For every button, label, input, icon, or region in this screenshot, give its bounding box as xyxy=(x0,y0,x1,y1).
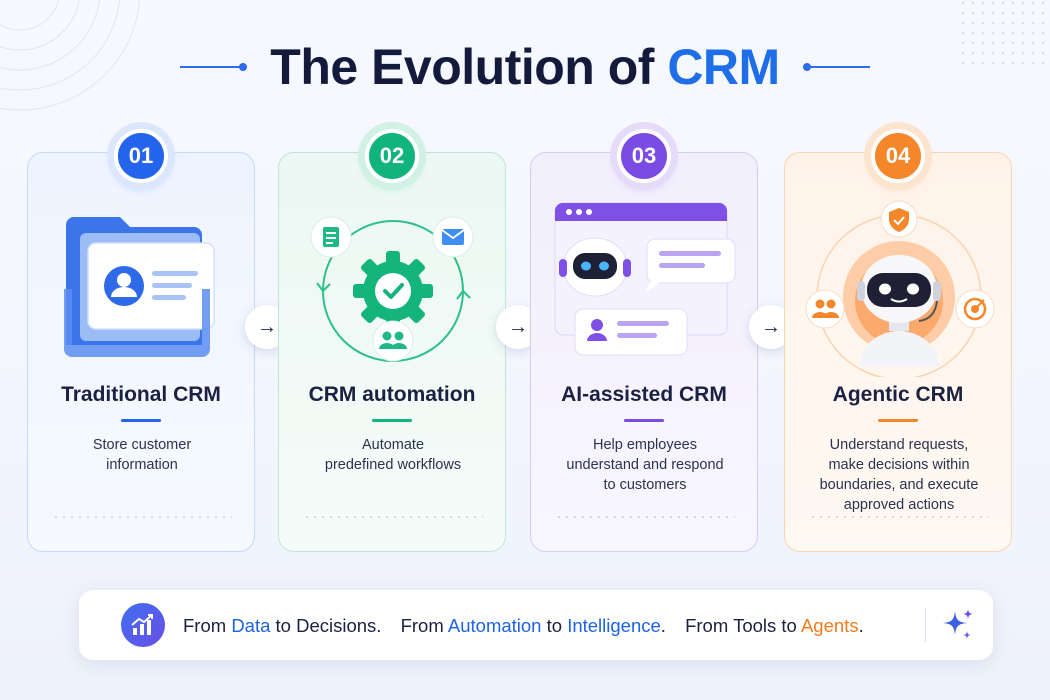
stage-title-underline xyxy=(372,419,412,422)
tagline-word: From xyxy=(400,615,444,636)
tagline-highlight: Intelligence xyxy=(567,615,661,636)
title-prefix: The Evolution of xyxy=(270,39,654,95)
stage-description-line: make decisions within xyxy=(828,457,970,473)
stage-title-underline xyxy=(878,419,918,422)
stage-description-line: information xyxy=(106,457,178,473)
growth-chart-icon xyxy=(121,603,165,647)
tagline-bar: From Data to Decisions. From Automation … xyxy=(79,590,993,660)
stage-card-agentic: 04 Agentic CRM Understand requests, make… xyxy=(784,129,1012,552)
tagline-word: to xyxy=(275,615,291,636)
stage-description: Help employees understand and respond to… xyxy=(545,435,745,495)
tagline-punct: . xyxy=(660,615,666,636)
stage-number-badge: 01 xyxy=(114,129,168,183)
card-dots-decoration xyxy=(52,513,232,521)
background-arcs-decoration xyxy=(0,0,141,111)
stage-title: Traditional CRM xyxy=(61,383,221,406)
tagline-highlight: Agents xyxy=(800,615,859,636)
title-accent: CRM xyxy=(667,39,780,95)
stage-number-badge: 03 xyxy=(617,129,671,183)
stage-description-line: Automate xyxy=(361,437,425,453)
robot-chat-window-icon xyxy=(554,202,736,356)
stage-title-underline xyxy=(121,419,161,422)
card-dots-decoration xyxy=(555,513,735,521)
stage-description-line: Help employees xyxy=(593,437,697,453)
title-decor-line-left xyxy=(180,63,248,71)
stage-card-automation: 02 CRM automa xyxy=(278,129,506,552)
stage-description-line: Store customer xyxy=(92,437,192,453)
stage-number-badge: 02 xyxy=(365,129,419,183)
tagline-word: to xyxy=(781,615,797,636)
stage-description-line: approved actions xyxy=(843,497,955,513)
tagline-word: From xyxy=(183,615,227,636)
stage-description: Understand requests, make decisions with… xyxy=(799,435,999,515)
tagline-highlight: Data xyxy=(231,615,271,636)
stage-title: Agentic CRM xyxy=(832,383,964,406)
stage-description-line: predefined workflows xyxy=(324,457,462,473)
tagline-word: Decisions. xyxy=(296,615,382,636)
stage-description-line: understand and respond xyxy=(566,457,724,473)
stage-number-badge: 04 xyxy=(871,129,925,183)
card-dots-decoration xyxy=(303,513,483,521)
stage-description: Automate predefined workflows xyxy=(293,435,493,475)
tagline-text: From Data to Decisions. From Automation … xyxy=(183,615,864,637)
tagline-word: Tools xyxy=(733,615,777,636)
stage-description-line: to customers xyxy=(603,477,687,493)
title-row: The Evolution of CRM xyxy=(0,38,1050,96)
tagline-word: to xyxy=(546,615,563,636)
stage-card-ai-assisted: 03 AI-assisted CRM Help employees unders… xyxy=(530,129,758,552)
tagline-punct: . xyxy=(858,615,864,636)
title-decor-line-right xyxy=(802,63,870,71)
card-dots-decoration xyxy=(809,513,989,521)
tagline-highlight: Automation xyxy=(447,615,542,636)
stage-description-line: Understand requests, xyxy=(829,437,969,453)
stage-title-underline xyxy=(624,419,664,422)
background-dots-decoration xyxy=(960,0,1050,70)
stage-description-line: boundaries, and execute xyxy=(819,477,979,493)
stage-card-traditional: 01 Traditional CRM Store customer inform… xyxy=(27,129,255,552)
sparkle-icon xyxy=(943,609,973,639)
gear-check-cycle-icon xyxy=(310,216,474,362)
contact-folder-icon xyxy=(64,217,215,357)
stage-title: CRM automation xyxy=(308,383,476,406)
robot-agent-icon xyxy=(805,200,995,377)
tagline-word: From xyxy=(685,615,729,636)
page-title: The Evolution of CRM xyxy=(270,38,780,96)
stage-title: AI-assisted CRM xyxy=(561,383,727,406)
stage-description: Store customer information xyxy=(42,435,242,475)
tagline-divider xyxy=(925,608,926,642)
